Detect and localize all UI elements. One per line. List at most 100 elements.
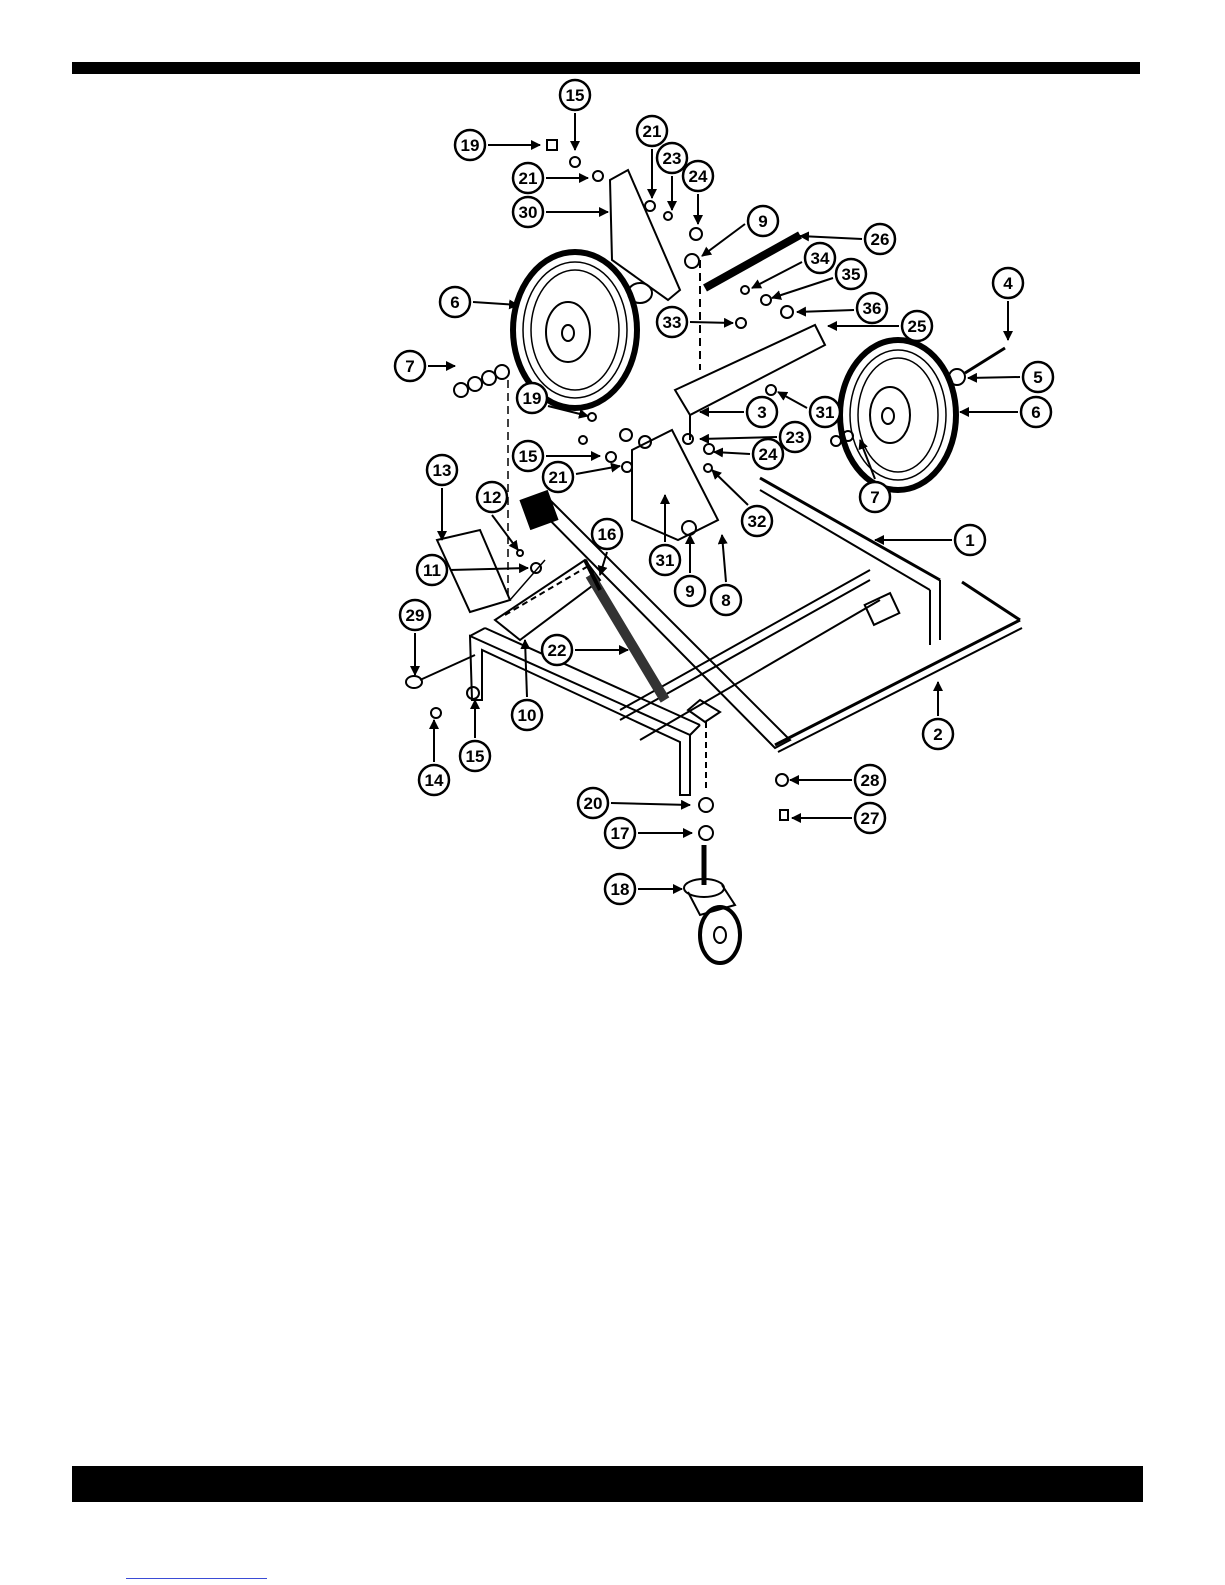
callout-number: 11 — [423, 561, 441, 580]
callout-number: 36 — [863, 299, 882, 318]
callout-number: 31 — [816, 403, 835, 422]
callout-number: 23 — [663, 149, 682, 168]
callout-33: 33 — [657, 307, 733, 337]
callout-5: 5 — [968, 362, 1053, 392]
callout-3: 3 — [700, 397, 777, 427]
callout-leader-arrow — [714, 452, 750, 454]
callout-number: 23 — [786, 428, 805, 447]
callout-number: 6 — [450, 293, 459, 312]
callout-number: 27 — [861, 809, 880, 828]
callout-leader-arrow — [778, 392, 807, 408]
callout-21: 21 — [543, 462, 620, 492]
callout-number: 7 — [870, 488, 879, 507]
callout-number: 24 — [689, 167, 708, 186]
caster-wheel — [684, 845, 740, 963]
callout-leader-arrow — [611, 803, 690, 805]
callout-number: 24 — [759, 445, 778, 464]
callout-22: 22 — [542, 635, 628, 665]
callout-18: 18 — [605, 874, 682, 904]
callout-number: 29 — [406, 606, 425, 625]
callout-20: 20 — [578, 788, 690, 818]
callout-number: 9 — [758, 212, 767, 231]
right-wheel — [840, 340, 956, 490]
callout-leader-arrow — [968, 377, 1020, 378]
callout-leader-arrow — [492, 515, 518, 550]
callout-leader-arrow — [797, 310, 854, 312]
callout-number: 9 — [685, 582, 694, 601]
callout-29: 29 — [400, 600, 430, 675]
callout-number: 19 — [523, 389, 542, 408]
callouts: 1915213021232492634353646332575331619231… — [395, 80, 1053, 904]
callout-number: 15 — [566, 86, 585, 105]
callout-number: 22 — [548, 641, 567, 660]
callout-1: 1 — [875, 525, 985, 555]
callout-number: 32 — [748, 512, 767, 531]
callout-number: 20 — [584, 794, 603, 813]
callout-17: 17 — [605, 818, 692, 848]
callout-31: 31 — [778, 392, 840, 427]
callout-31: 31 — [650, 495, 680, 575]
callout-number: 25 — [908, 317, 927, 336]
callout-number: 21 — [643, 122, 662, 141]
callout-number: 18 — [611, 880, 630, 899]
callout-number: 4 — [1003, 274, 1013, 293]
callout-number: 15 — [519, 447, 538, 466]
callout-number: 7 — [405, 357, 414, 376]
callout-leader-arrow — [702, 224, 745, 256]
callout-number: 3 — [757, 403, 766, 422]
callout-number: 17 — [611, 824, 630, 843]
callout-10: 10 — [512, 640, 542, 730]
callout-8: 8 — [711, 535, 741, 615]
callout-number: 34 — [811, 249, 830, 268]
callout-19: 19 — [517, 383, 588, 416]
callout-leader-arrow — [690, 322, 733, 323]
callout-number: 35 — [842, 265, 861, 284]
callout-leader-arrow — [722, 535, 726, 582]
callout-leader-arrow — [600, 552, 607, 575]
callout-24: 24 — [714, 439, 783, 469]
callout-14: 14 — [419, 720, 449, 795]
callout-number: 1 — [965, 531, 974, 550]
callout-6: 6 — [960, 397, 1051, 427]
callout-6: 6 — [440, 287, 518, 317]
footer-rule — [72, 1466, 1143, 1502]
callout-leader-arrow — [450, 568, 528, 570]
callout-4: 4 — [993, 268, 1023, 340]
callout-number: 21 — [549, 468, 568, 487]
callout-13: 13 — [427, 455, 457, 540]
callout-36: 36 — [797, 293, 887, 323]
callout-number: 8 — [721, 591, 730, 610]
callout-19: 19 — [455, 130, 540, 160]
callout-number: 13 — [433, 461, 452, 480]
callout-11: 11 — [417, 555, 528, 585]
callout-30: 30 — [513, 197, 608, 227]
callout-number: 19 — [461, 136, 480, 155]
callout-number: 15 — [466, 747, 485, 766]
callout-number: 2 — [933, 725, 942, 744]
callout-7: 7 — [395, 351, 455, 381]
callout-24: 24 — [683, 161, 713, 224]
callout-leader-arrow — [576, 466, 620, 474]
callout-9: 9 — [675, 535, 705, 606]
callout-28: 28 — [790, 765, 885, 795]
callout-number: 26 — [871, 230, 890, 249]
callout-number: 16 — [598, 525, 617, 544]
callout-number: 31 — [656, 551, 675, 570]
callout-number: 30 — [519, 203, 538, 222]
footer-link-underline — [126, 1578, 267, 1579]
callout-leader-arrow — [752, 262, 802, 288]
callout-number: 10 — [518, 706, 537, 725]
callout-leader-arrow — [525, 640, 527, 697]
callout-number: 21 — [519, 169, 538, 188]
callout-15: 15 — [460, 700, 490, 771]
callout-leader-arrow — [712, 470, 748, 505]
callout-leader-arrow — [800, 236, 862, 239]
callout-number: 14 — [425, 771, 444, 790]
callout-2: 2 — [923, 682, 953, 749]
callout-number: 12 — [483, 488, 502, 507]
callout-number: 28 — [861, 771, 880, 790]
callout-number: 33 — [663, 313, 682, 332]
callout-9: 9 — [702, 206, 778, 256]
callout-15: 15 — [560, 80, 590, 150]
